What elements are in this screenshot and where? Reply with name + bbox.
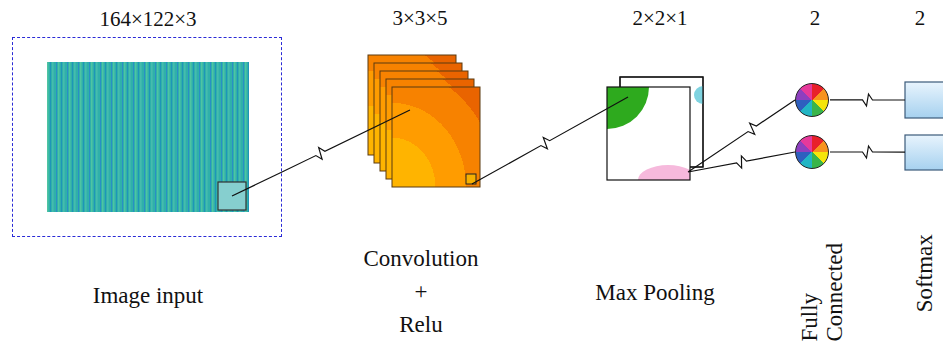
- dimension-label: 2: [810, 6, 821, 30]
- dimension-label: 2×2×1: [632, 6, 687, 30]
- layer-label: Fully Connected: [797, 243, 848, 341]
- feature-map-stack: [368, 55, 480, 187]
- neuron-circle: [795, 135, 829, 169]
- softmax-unit: [905, 135, 943, 170]
- conv-layer: 3×3×5Convolution + Relu: [368, 55, 482, 189]
- layer-label: Max Pooling: [595, 280, 714, 306]
- connector-line: [688, 100, 795, 172]
- map-region: [607, 87, 649, 129]
- connector-line: [472, 97, 628, 184]
- feature-map: [392, 87, 480, 187]
- map-region: [638, 165, 690, 180]
- fully-connected-layer: 2Fully Connected: [795, 83, 830, 170]
- dimension-label: 164×122×3: [99, 7, 196, 31]
- connector-line: [282, 110, 410, 172]
- input-panel: 164×122×3Image input: [12, 37, 282, 237]
- softmax-layer: 2Softmax: [905, 82, 943, 171]
- layer-label: Convolution + Relu: [351, 242, 491, 341]
- pooled-map-outline: [607, 87, 690, 180]
- pooling-layer: 2×2×1Max Pooling: [607, 77, 703, 180]
- dimension-label: 2: [915, 6, 926, 30]
- layer-label: Image input: [93, 283, 204, 309]
- softmax-unit: [905, 82, 943, 118]
- input-image: [47, 62, 249, 212]
- layer-label: Softmax: [912, 234, 938, 312]
- leader-line: [232, 172, 282, 196]
- neuron-circle: [795, 83, 829, 117]
- map-region: [694, 86, 703, 104]
- dimension-label: 3×3×5: [392, 6, 447, 30]
- connector-line: [830, 94, 905, 158]
